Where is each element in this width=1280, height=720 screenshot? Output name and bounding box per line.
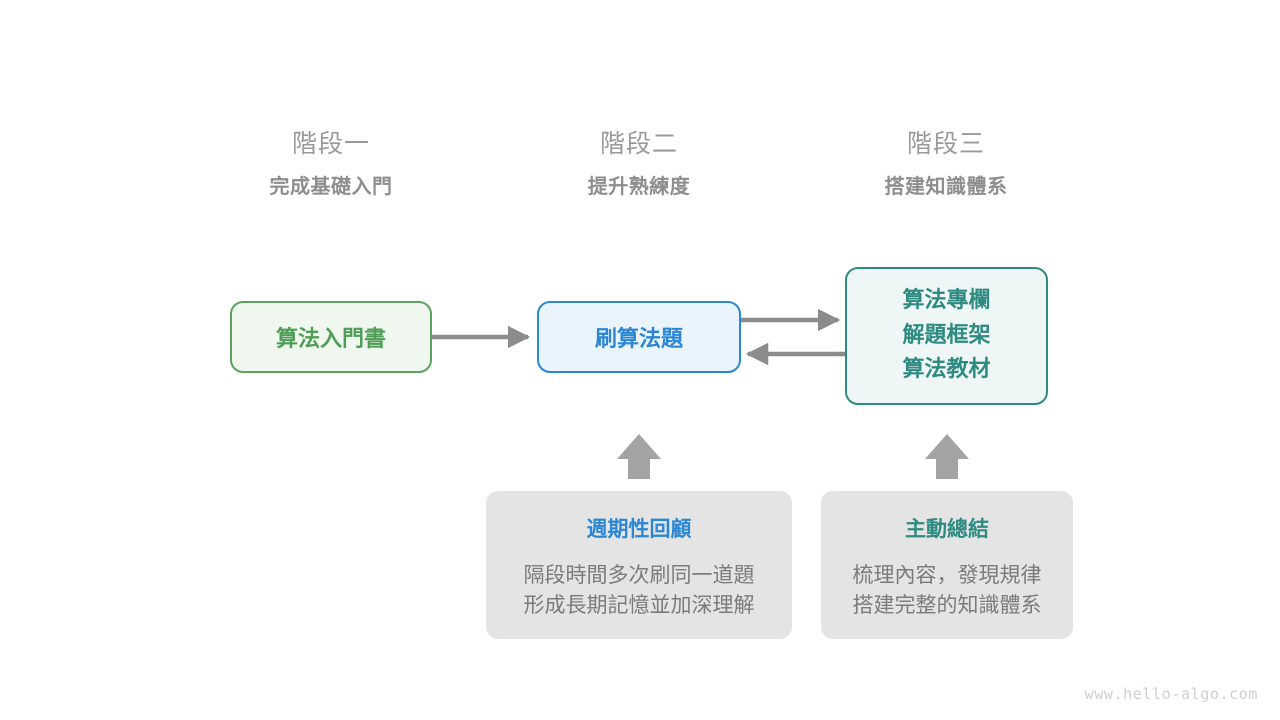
node-intro-book-label: 算法入門書 <box>275 327 386 352</box>
arrow-summary-to-knowledge <box>925 434 969 479</box>
node-knowledge-line-2: 解題框架 <box>902 322 991 348</box>
stage-title-3: 階段三 <box>906 129 985 158</box>
arrow-review-to-practice <box>617 434 661 479</box>
node-knowledge-line-1: 算法專欄 <box>902 287 991 313</box>
stage-title-1: 階段一 <box>291 129 370 158</box>
stage-title-2: 階段二 <box>599 129 678 158</box>
stage-header-3: 階段三 搭建知識體系 <box>826 131 1066 196</box>
node-intro-book[interactable]: 算法入門書 <box>230 301 432 373</box>
note-body-line-1: 隔段時間多次刷同一道題 <box>523 563 755 587</box>
note-card-active-summary-title: 主動總結 <box>905 517 989 541</box>
stage-subtitle-2: 提升熟練度 <box>587 174 691 198</box>
node-practice-problems[interactable]: 刷算法題 <box>537 301 741 373</box>
note-card-periodic-review[interactable]: 週期性回顧 隔段時間多次刷同一道題 形成長期記憶並加深理解 <box>486 491 792 639</box>
node-knowledge-system[interactable]: 算法專欄 解題框架 算法教材 <box>845 267 1048 405</box>
stage-subtitle-3: 搭建知識體系 <box>884 174 1008 198</box>
note-card-active-summary[interactable]: 主動總結 梳理內容，發現規律 搭建完整的知識體系 <box>821 491 1073 639</box>
note-card-active-summary-body: 梳理內容，發現規律 搭建完整的知識體系 <box>853 560 1042 621</box>
note-body-line-2: 形成長期記憶並加深理解 <box>523 593 755 618</box>
note-card-periodic-review-body: 隔段時間多次刷同一道題 形成長期記憶並加深理解 <box>524 560 755 621</box>
stage-header-1: 階段一 完成基礎入門 <box>211 131 451 196</box>
node-practice-problems-label: 刷算法題 <box>594 327 683 352</box>
node-knowledge-line-3: 算法教材 <box>902 357 991 383</box>
stage-header-2: 階段二 提升熟練度 <box>519 131 759 196</box>
stage-subtitle-1: 完成基礎入門 <box>269 174 393 198</box>
note-card-periodic-review-title: 週期性回顧 <box>586 517 692 541</box>
note-body-line-2: 搭建完整的知識體系 <box>852 593 1042 618</box>
note-body-line-1: 梳理內容，發現規律 <box>852 563 1042 587</box>
watermark: www.hello-algo.com <box>1084 685 1258 703</box>
